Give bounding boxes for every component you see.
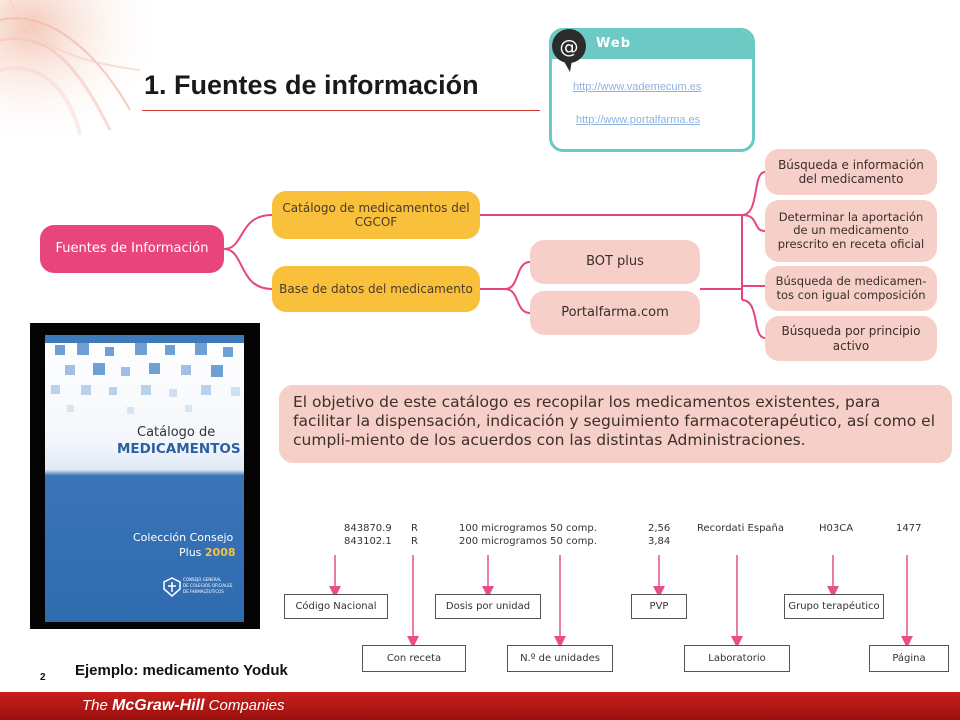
dose-1: 100 microgramos 50 comp.: [459, 523, 597, 534]
page-number: 2: [40, 672, 46, 683]
book-series-line1: Colección Consejo: [133, 531, 234, 544]
national-code-1: 843870.9: [344, 523, 392, 534]
link-vademecum[interactable]: http://www.vademecum.es: [573, 81, 702, 93]
node-busqueda-principio: Búsqueda por principio activo: [765, 316, 937, 361]
diagram-connectors: [223, 171, 766, 339]
page-title: 1. Fuentes de información: [144, 70, 479, 100]
node-bot-plus: BOT plus: [530, 240, 700, 284]
book-series-line2: Plus 2008: [179, 546, 236, 559]
footer-prefix: The: [82, 697, 108, 714]
publisher-line-1: CONSEJO GENERAL: [183, 577, 222, 582]
book-series-year: 2008: [204, 546, 236, 559]
label-laboratory: Laboratorio: [684, 645, 790, 672]
label-prescription: Con receta: [362, 645, 466, 672]
catalog-book-image: Catálogo de MEDICAMENTOS Colección Conse…: [30, 323, 260, 629]
node-busqueda-composicion: Búsqueda de medicamen-tos con igual comp…: [765, 266, 937, 311]
footer-brand: McGraw-Hill: [112, 697, 205, 714]
prescription-2: R: [411, 535, 418, 547]
value-group: H03CA: [819, 523, 854, 534]
code-arrows: [329, 555, 913, 648]
label-page: Página: [869, 645, 949, 672]
web-links-panel: Web http://www.vademecum.es http://www.p…: [549, 28, 755, 152]
node-catalogo-cgcof: Catálogo de medicamentos del CGCOF: [272, 191, 480, 239]
price-1: 2,56: [648, 523, 671, 534]
value-national-codes: 843870.9 843102.1: [344, 523, 392, 548]
price-2: 3,84: [648, 535, 671, 547]
at-icon: @: [550, 28, 590, 72]
value-prices: 2,56 3,84: [648, 523, 670, 548]
link-portalfarma[interactable]: http://www.portalfarma.es: [576, 114, 701, 126]
node-portalfarma: Portalfarma.com: [530, 291, 700, 335]
book-series-prefix: Plus: [179, 546, 202, 559]
book-title-line1: Catálogo de: [137, 425, 216, 440]
value-prescription: R R: [411, 523, 418, 548]
dose-2: 200 microgramos 50 comp.: [459, 535, 597, 547]
publisher-line-2: DE COLEGIOS OFICIALES: [183, 582, 233, 588]
node-determinar-aportacion: Determinar la aportación de un medicamen…: [765, 200, 937, 262]
decorative-swirl: [0, 0, 150, 135]
national-code-2: 843102.1: [344, 535, 392, 547]
footer-logo: The McGraw-Hill Companies: [82, 697, 285, 715]
book-cover: Catálogo de MEDICAMENTOS Colección Conse…: [45, 335, 244, 622]
label-units: N.º de unidades: [507, 645, 613, 672]
publisher-line-3: DE FARMACÉUTICOS: [183, 588, 224, 594]
footer-suffix: Companies: [208, 697, 285, 714]
objective-text: El objetivo de este catálogo es recopila…: [279, 385, 952, 463]
label-pvp: PVP: [631, 594, 687, 619]
prescription-1: R: [411, 523, 418, 534]
label-dose: Dosis por unidad: [435, 594, 541, 619]
book-title-line2: MEDICAMENTOS: [117, 441, 241, 457]
value-page: 1477: [896, 523, 922, 534]
node-fuentes-informacion: Fuentes de Información: [40, 225, 224, 273]
label-group: Grupo terapéutico: [784, 594, 884, 619]
label-national-code: Código Nacional: [284, 594, 388, 619]
footer-bar: [0, 692, 960, 720]
node-base-datos: Base de datos del medicamento: [272, 266, 480, 312]
node-busqueda-informacion: Búsqueda e información del medicamento: [765, 149, 937, 195]
web-header-label: Web: [596, 36, 631, 51]
publisher-name: CONSEJO GENERAL DE COLEGIOS OFICIALES DE…: [183, 577, 232, 594]
value-laboratory: Recordati España: [697, 523, 785, 534]
cover-squares-pattern: [45, 335, 244, 414]
svg-text:@: @: [560, 36, 579, 58]
title-underline: [142, 110, 540, 111]
value-doses: 100 microgramos 50 comp. 200 microgramos…: [459, 523, 597, 548]
example-caption: Ejemplo: medicamento Yoduk: [75, 662, 288, 679]
publisher-logo: [163, 577, 181, 597]
